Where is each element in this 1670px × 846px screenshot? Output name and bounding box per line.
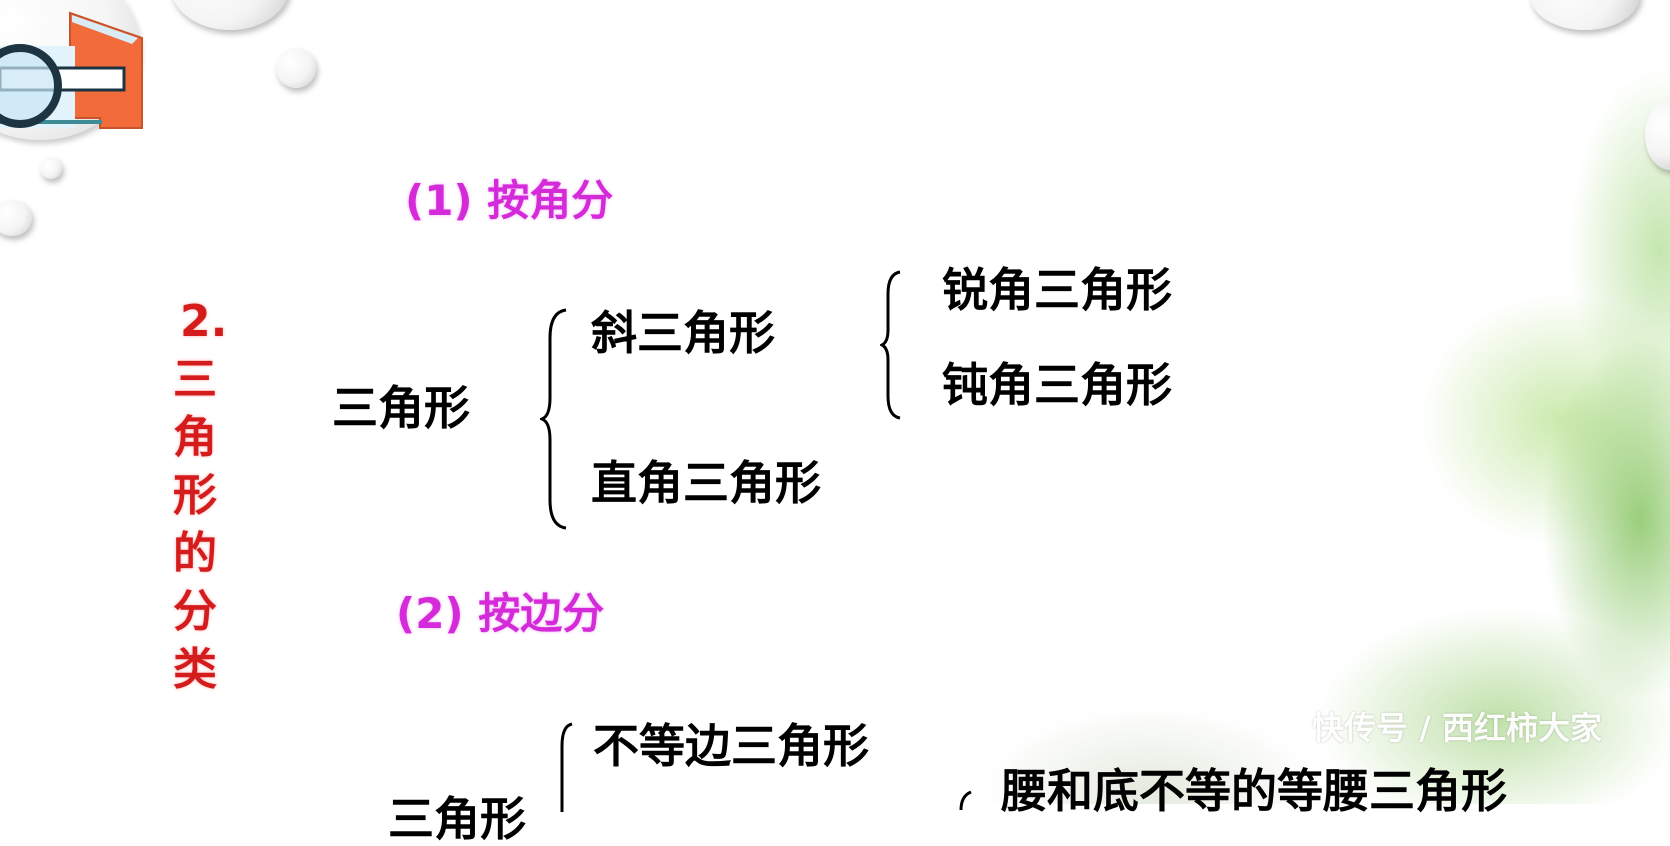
sub-branch-obtuse-triangle: 钝角三角形 — [942, 358, 1172, 412]
title-char: 角 — [173, 412, 217, 463]
title-char: 形 — [173, 470, 217, 521]
section-label-by-angle: (1) 按角分 — [405, 176, 614, 225]
branch-isosceles-unequal: 腰和底不等的等腰三角形 — [1001, 764, 1507, 818]
background — [0, 0, 1670, 804]
water-drop — [276, 48, 316, 88]
brace-side-sub — [959, 790, 972, 810]
side-root: 三角形 — [388, 792, 526, 846]
branch-oblique-triangle: 斜三角形 — [591, 306, 775, 360]
watermark: 快传号 / 西红柿大家 — [1312, 709, 1602, 747]
angle-root: 三角形 — [332, 381, 470, 435]
brace-angle-sub — [880, 270, 901, 420]
brace-angle-main — [540, 308, 567, 530]
vertical-title: 三 角 形 的 分 类 — [170, 358, 220, 706]
brace-side-main — [560, 722, 573, 812]
title-char: 分 — [173, 586, 217, 637]
section-label-by-side: (2) 按边分 — [396, 589, 605, 638]
title-char: 三 — [173, 354, 217, 405]
water-drop — [40, 157, 62, 179]
sub-branch-acute-triangle: 锐角三角形 — [942, 263, 1172, 317]
title-char: 的 — [173, 528, 217, 579]
book-magnifier-icon — [0, 11, 143, 129]
branch-right-triangle: 直角三角形 — [591, 456, 821, 510]
title-char: 类 — [173, 644, 217, 695]
heading-number: 2. — [180, 296, 228, 347]
water-drop — [0, 200, 32, 236]
branch-scalene-triangle: 不等边三角形 — [593, 719, 869, 773]
